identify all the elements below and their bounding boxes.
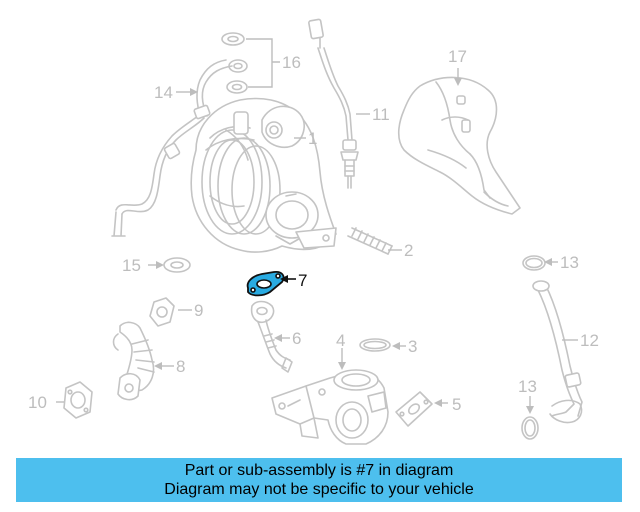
callout-9: 9 <box>194 301 203 320</box>
part-13-seal-lower <box>521 396 539 440</box>
part-16-seals <box>221 32 280 94</box>
part-14-oil-line <box>111 59 233 237</box>
callout-16: 16 <box>282 53 301 72</box>
part-11-sensor <box>308 18 370 189</box>
part-5-gasket <box>395 391 448 427</box>
part-6-tube <box>250 300 293 373</box>
callout-17: 17 <box>448 47 467 66</box>
callout-14: 14 <box>154 83 173 102</box>
callout-12: 12 <box>580 331 599 350</box>
info-banner: Part or sub-assembly is #7 in diagram Di… <box>16 458 622 502</box>
part-13-seal-upper <box>522 255 558 271</box>
callout-5: 5 <box>452 395 461 414</box>
callout-7: 7 <box>298 271 307 290</box>
part-9-gasket <box>149 297 192 327</box>
callout-6: 6 <box>292 329 301 348</box>
part-1-turbocharger <box>190 97 337 253</box>
part-4-egr-housing <box>271 348 389 445</box>
part-10-gasket <box>56 381 93 419</box>
banner-line-1: Part or sub-assembly is #7 in diagram <box>184 462 454 479</box>
callout-2: 2 <box>404 241 413 260</box>
part-17-heat-shield <box>397 68 521 215</box>
callout-11: 11 <box>372 105 390 124</box>
callout-10: 10 <box>28 393 47 412</box>
callout-4: 4 <box>336 331 345 350</box>
callout-3: 3 <box>408 337 417 356</box>
part-7-gasket-highlighted <box>246 270 296 297</box>
part-8-egr-pipe <box>112 321 174 401</box>
callout-8: 8 <box>176 357 185 376</box>
callout-15: 15 <box>122 256 141 275</box>
callout-13-lower: 13 <box>518 377 537 396</box>
part-15-washer <box>148 257 191 273</box>
part-12-pipe <box>532 280 583 424</box>
banner-line-2: Diagram may not be specific to your vehi… <box>164 481 474 498</box>
part-3-o-ring <box>359 338 406 352</box>
callout-13-upper: 13 <box>560 253 579 272</box>
part-2-stud <box>347 227 402 255</box>
callout-1: 1 <box>308 129 317 148</box>
